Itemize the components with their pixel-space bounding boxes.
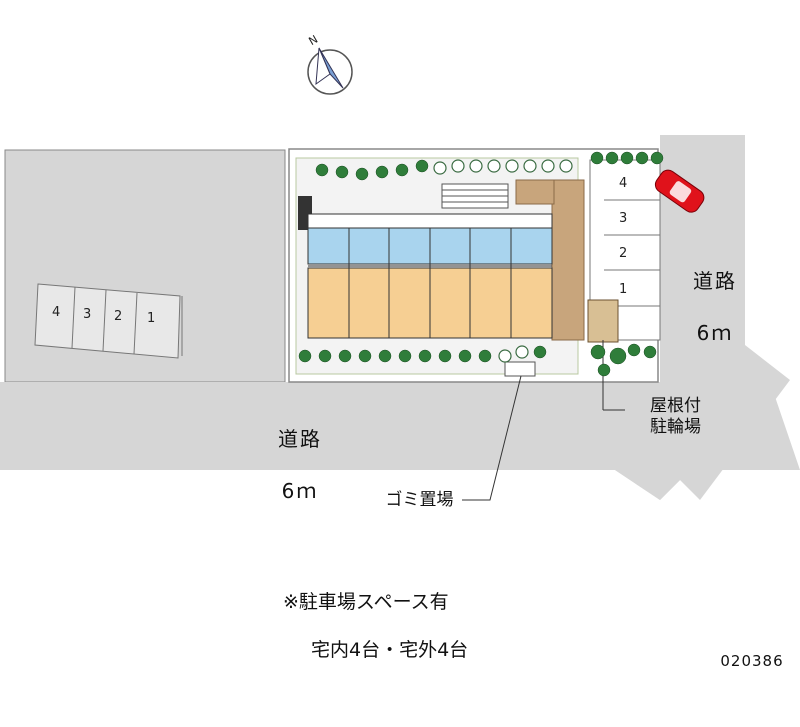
road-right-name: 道路 (693, 269, 737, 293)
parking-note-line1: ※駐車場スペース有 (283, 591, 449, 613)
compass-icon (307, 47, 353, 95)
brick-walkway (551, 179, 585, 341)
road-bottom-width: 6ｍ (281, 479, 319, 503)
bike-parking (587, 299, 619, 343)
road-bottom-main (0, 382, 800, 500)
compass-north-label: N (307, 33, 321, 48)
bike-parking-label: 屋根付 駐輪場 (650, 396, 701, 437)
parking-left (34, 283, 183, 359)
road-bottom-label: 道路 6ｍ (255, 400, 345, 530)
apartment-building (307, 213, 553, 339)
garbage-area (504, 361, 536, 377)
garbage-label: ゴミ置場 (385, 490, 454, 510)
garbage-leader (462, 375, 522, 501)
parking-note-line2: 宅内4台・宅外4台 (311, 639, 469, 661)
parking-left-space-2: 2 (114, 309, 122, 324)
road-bottom-name: 道路 (278, 427, 322, 451)
parking-note: ※駐車場スペース有 宅内4台・宅外4台 (283, 566, 543, 686)
parking-left-space-1: 1 (147, 311, 155, 326)
parking-right-space-4: 4 (619, 176, 627, 191)
parking-left-space-3: 3 (83, 307, 91, 322)
parking-right-space-3: 3 (619, 211, 627, 226)
road-right-width: 6ｍ (696, 321, 734, 345)
property-code: 020386 (720, 652, 784, 670)
car-icon (654, 169, 705, 213)
trees (298, 151, 664, 377)
parking-left-space-4: 4 (52, 305, 60, 320)
shrubs (433, 159, 573, 363)
parking-right-space-2: 2 (619, 246, 627, 261)
parking-right-space-1: 1 (619, 282, 627, 297)
road-right-label: 道路 6ｍ (670, 242, 760, 372)
stairs (441, 183, 509, 209)
